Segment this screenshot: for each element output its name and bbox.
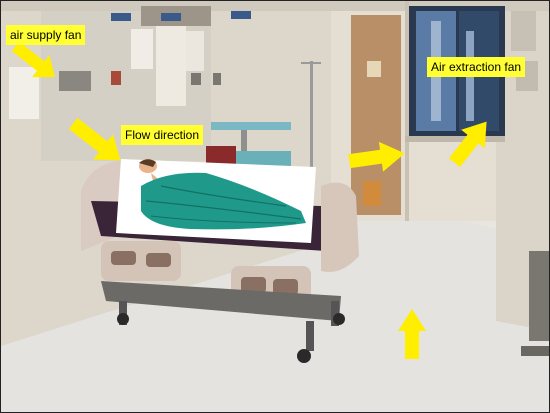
arrow-icon	[398, 309, 426, 359]
wall-sign	[131, 29, 153, 69]
arrow-icon	[68, 117, 121, 161]
flow-direction-label: Flow direction	[121, 125, 204, 145]
air-extraction-fan-label: Air extraction fan	[427, 57, 526, 77]
patient-illustration	[116, 159, 316, 243]
arrow-icon	[449, 121, 487, 167]
overbed-table	[211, 122, 291, 130]
wall-sign	[156, 26, 186, 106]
air-supply-fan-label: air supply fan	[6, 25, 86, 45]
wall-sign	[186, 31, 204, 71]
arrow-icon	[348, 141, 405, 172]
iv-pole	[310, 61, 313, 211]
gas-outlet	[59, 71, 91, 91]
arrow-icon	[11, 41, 55, 78]
